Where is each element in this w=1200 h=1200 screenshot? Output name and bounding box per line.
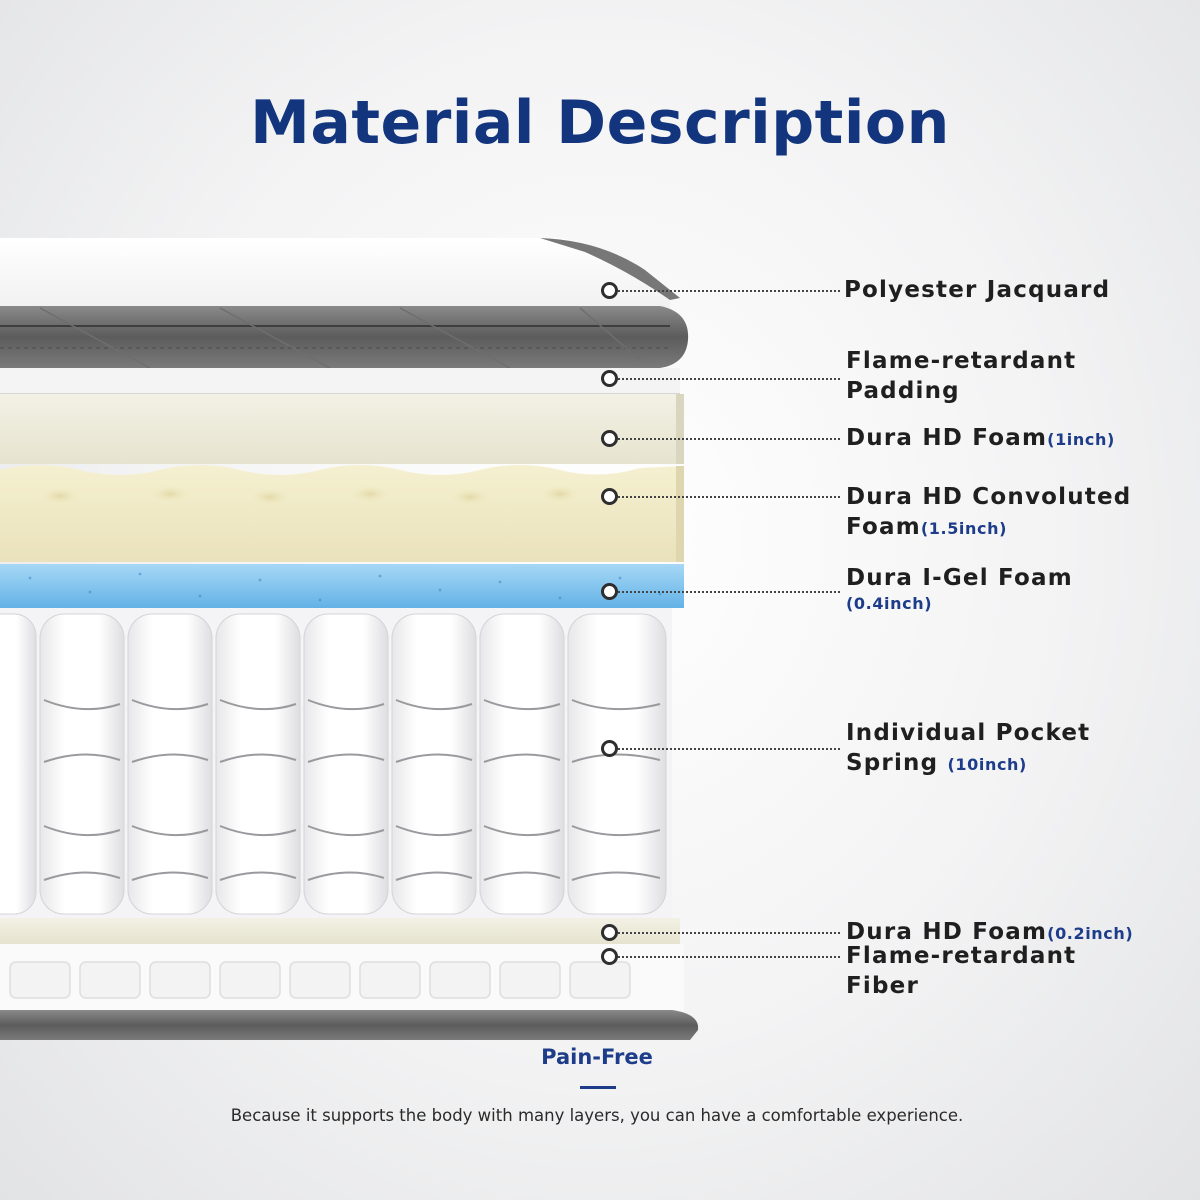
label-dura-i-gel-foam: Dura I-Gel Foam (0.4inch) [846, 565, 1073, 613]
page-title: Material Description [250, 88, 950, 158]
label-polyester-jacquard: Polyester Jacquard [844, 277, 1111, 303]
pain-free-underline [580, 1086, 616, 1089]
label-individual-pocket-spring: Individual Pocket Spring (10inch) [846, 720, 1091, 776]
spring-seams [43, 699, 661, 881]
layer-flame-retardant-padding [0, 368, 680, 395]
label-dura-hd-foam-1inch: Dura HD Foam(1inch) [846, 425, 1115, 451]
label-dura-hd-foam-0-2inch: Dura HD Foam(0.2inch) [846, 919, 1134, 945]
layer-polyester-jacquard [0, 238, 680, 308]
layer-dura-i-gel-foam [0, 564, 684, 608]
layer-individual-pocket-spring [0, 608, 672, 918]
label-flame-retardant-fiber: Flame-retardant Fiber [846, 943, 1077, 999]
layer-gray-border [0, 306, 689, 369]
label-flame-retardant-padding: Flame-retardant Padding [846, 348, 1077, 404]
footer-caption: Because it supports the body with many l… [230, 1106, 964, 1125]
pain-free-heading: Pain-Free [541, 1045, 653, 1069]
label-dura-hd-convoluted-foam: Dura HD Convoluted Foam(1.5inch) [846, 484, 1132, 540]
layer-flame-retardant-fiber [0, 944, 699, 1040]
layer-dura-hd-convoluted-foam [0, 465, 684, 562]
layer-dura-hd-foam-0-2inch [0, 918, 680, 944]
spring-coils [0, 613, 667, 915]
layer-dura-hd-foam-1inch [0, 394, 684, 464]
